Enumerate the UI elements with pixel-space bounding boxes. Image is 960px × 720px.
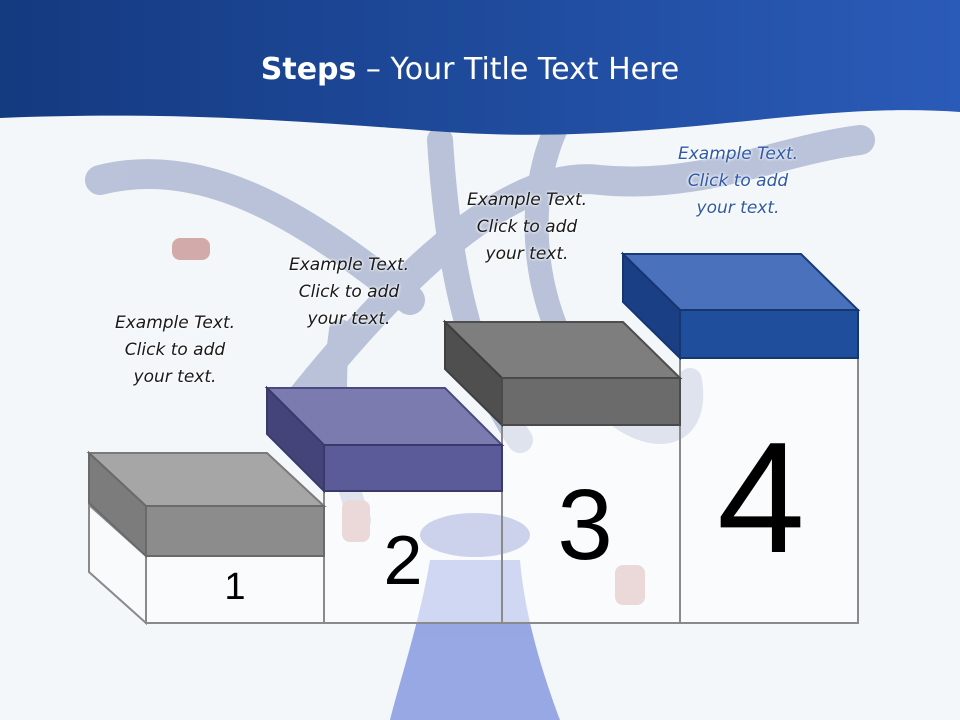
caption-line: Example Text. [466, 190, 588, 210]
steps-front [145, 357, 859, 624]
step-2-caption[interactable]: Example Text. Click to add your text. [259, 252, 439, 333]
caption-line: Click to add [298, 282, 400, 302]
slide-title[interactable]: Steps – Your Title Text Here [0, 52, 940, 87]
step-3-block [442, 319, 683, 428]
step-2-number: 2 [383, 521, 423, 599]
step-4-number: 4 [717, 410, 805, 586]
header-band [0, 0, 960, 135]
caption-line: Click to add [476, 217, 578, 237]
caption-line: Example Text. [288, 255, 410, 275]
step-1-caption[interactable]: Example Text. Click to add your text. [85, 310, 265, 391]
caption-line: your text. [307, 309, 391, 329]
caption-line: your text. [485, 244, 569, 264]
step-3-number: 3 [557, 469, 613, 581]
caption-line: your text. [696, 198, 780, 218]
step-1-number: 1 [224, 566, 246, 608]
title-rest: – Your Title Text Here [356, 52, 680, 87]
step-4-caption[interactable]: Example Text. Click to add your text. [648, 141, 828, 222]
step-2-block [264, 385, 505, 494]
caption-line: Example Text. [114, 313, 236, 333]
caption-line: your text. [133, 367, 217, 387]
step-4-block [620, 251, 861, 361]
caption-line: Click to add [124, 340, 226, 360]
title-bold: Steps [260, 52, 357, 87]
step-1-block [86, 450, 327, 559]
caption-line: Click to add [687, 171, 789, 191]
caption-line: Example Text. [677, 144, 799, 164]
step-3-caption[interactable]: Example Text. Click to add your text. [437, 187, 617, 268]
